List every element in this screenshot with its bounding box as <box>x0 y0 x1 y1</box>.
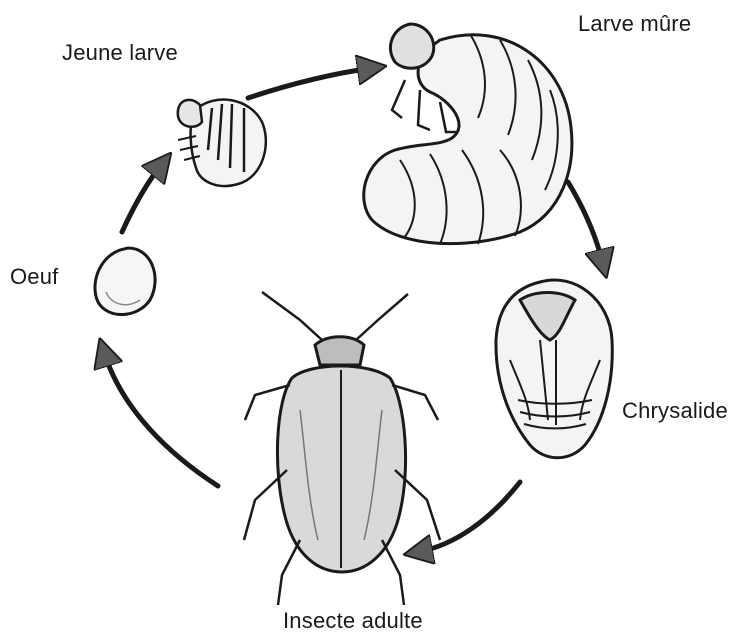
arrow-adult-to-egg <box>104 352 218 486</box>
label-young-larva: Jeune larve <box>62 40 178 66</box>
label-adult-insect: Insecte adulte <box>283 608 423 634</box>
arrow-young-to-mature <box>248 68 372 98</box>
arrow-mature-to-pupa <box>568 182 603 264</box>
label-egg: Oeuf <box>10 264 59 290</box>
label-pupa: Chrysalide <box>622 398 728 424</box>
arrow-egg-to-young <box>122 164 162 232</box>
pupa-illustration <box>496 280 612 458</box>
egg-illustration <box>95 248 155 315</box>
mature-larva-illustration <box>364 24 572 244</box>
adult-beetle-illustration <box>244 292 440 605</box>
label-mature-larva: Larve mûre <box>578 11 691 37</box>
young-larva-illustration <box>178 100 266 186</box>
